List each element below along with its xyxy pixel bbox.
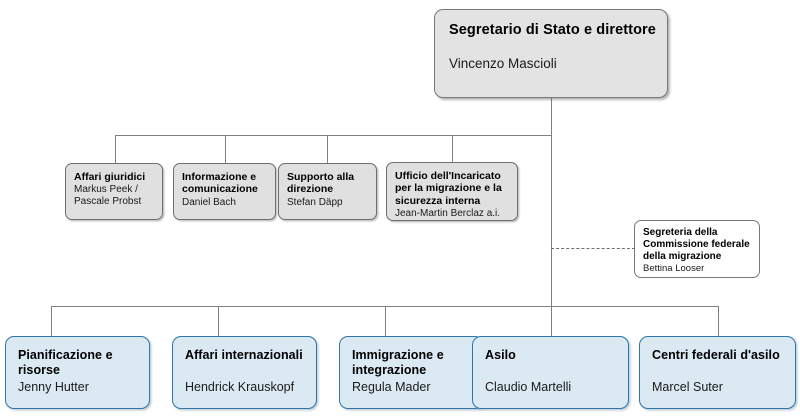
node-title: Immigrazione e integrazione: [352, 348, 444, 377]
node-title: Supporto alla direzione: [287, 171, 355, 196]
node-title: Affari giuridici: [74, 171, 146, 183]
node-title: Affari internazionali: [185, 348, 303, 362]
node-staff-ufficio-incaricato-migrazione[interactable]: Ufficio dell'Incaricato per la migrazion…: [386, 162, 518, 221]
node-division-immigrazione-integrazione[interactable]: Immigrazione e integrazione Regula Mader: [339, 336, 484, 409]
connector-staff-drop-3: [327, 135, 328, 163]
node-title: Centri federali d'asilo: [652, 348, 780, 362]
node-title: Segreteria della Commissione federale de…: [643, 227, 750, 262]
node-person: Bettina Looser: [643, 263, 705, 275]
node-staff-supporto-alla-direzione[interactable]: Supporto alla direzione Stefan Däpp: [278, 163, 377, 220]
node-secretary-of-state[interactable]: Segretario di Stato e direttore Vincenzo…: [434, 9, 668, 98]
node-title: Ufficio dell'Incaricato per la migrazion…: [395, 170, 502, 207]
node-person: Marcel Suter: [652, 380, 723, 395]
node-segreteria-commissione-federale-migrazione[interactable]: Segreteria della Commissione federale de…: [634, 220, 760, 278]
connector-committee-dashed: [551, 248, 635, 249]
node-title: Informazione e comunicazione: [182, 171, 258, 196]
connector-division-drop-5: [718, 306, 719, 337]
node-person: Stefan Däpp: [287, 196, 343, 208]
node-person: Vincenzo Mascioli: [449, 56, 557, 72]
connector-staff-drop-2: [225, 135, 226, 163]
connector-staff-drop-1: [115, 135, 116, 163]
connector-division-drop-2: [218, 306, 219, 337]
connector-trunk-main: [551, 98, 552, 306]
node-person: Markus Peek / Pascale Probst: [74, 184, 142, 208]
node-person: Jean-Martin Berclaz a.i.: [395, 208, 501, 220]
node-division-affari-internazionali[interactable]: Affari internazionali Hendrick Krauskopf: [172, 336, 317, 409]
connector-division-bus: [51, 306, 718, 307]
node-person: Daniel Bach: [182, 196, 236, 208]
node-staff-informazione-comunicazione[interactable]: Informazione e comunicazione Daniel Bach: [173, 163, 276, 220]
node-division-centri-federali-asilo[interactable]: Centri federali d'asilo Marcel Suter: [639, 336, 796, 409]
node-title: Pianificazione e risorse: [18, 348, 113, 377]
node-staff-affari-giuridici[interactable]: Affari giuridici Markus Peek / Pascale P…: [65, 163, 163, 220]
connector-staff-bus: [115, 135, 552, 136]
connector-division-drop-4: [551, 306, 552, 337]
connector-staff-drop-4: [452, 135, 453, 163]
node-person: Hendrick Krauskopf: [185, 380, 295, 395]
node-division-pianificazione-risorse[interactable]: Pianificazione e risorse Jenny Hutter: [5, 336, 150, 409]
connector-division-drop-1: [51, 306, 52, 337]
node-person: Jenny Hutter: [18, 380, 89, 395]
node-person: Claudio Martelli: [485, 380, 572, 395]
node-title: Segretario di Stato e direttore: [449, 22, 656, 38]
node-title: Asilo: [485, 348, 516, 362]
connector-division-drop-3: [385, 306, 386, 337]
node-person: Regula Mader: [352, 380, 431, 395]
node-division-asilo[interactable]: Asilo Claudio Martelli: [472, 336, 629, 409]
